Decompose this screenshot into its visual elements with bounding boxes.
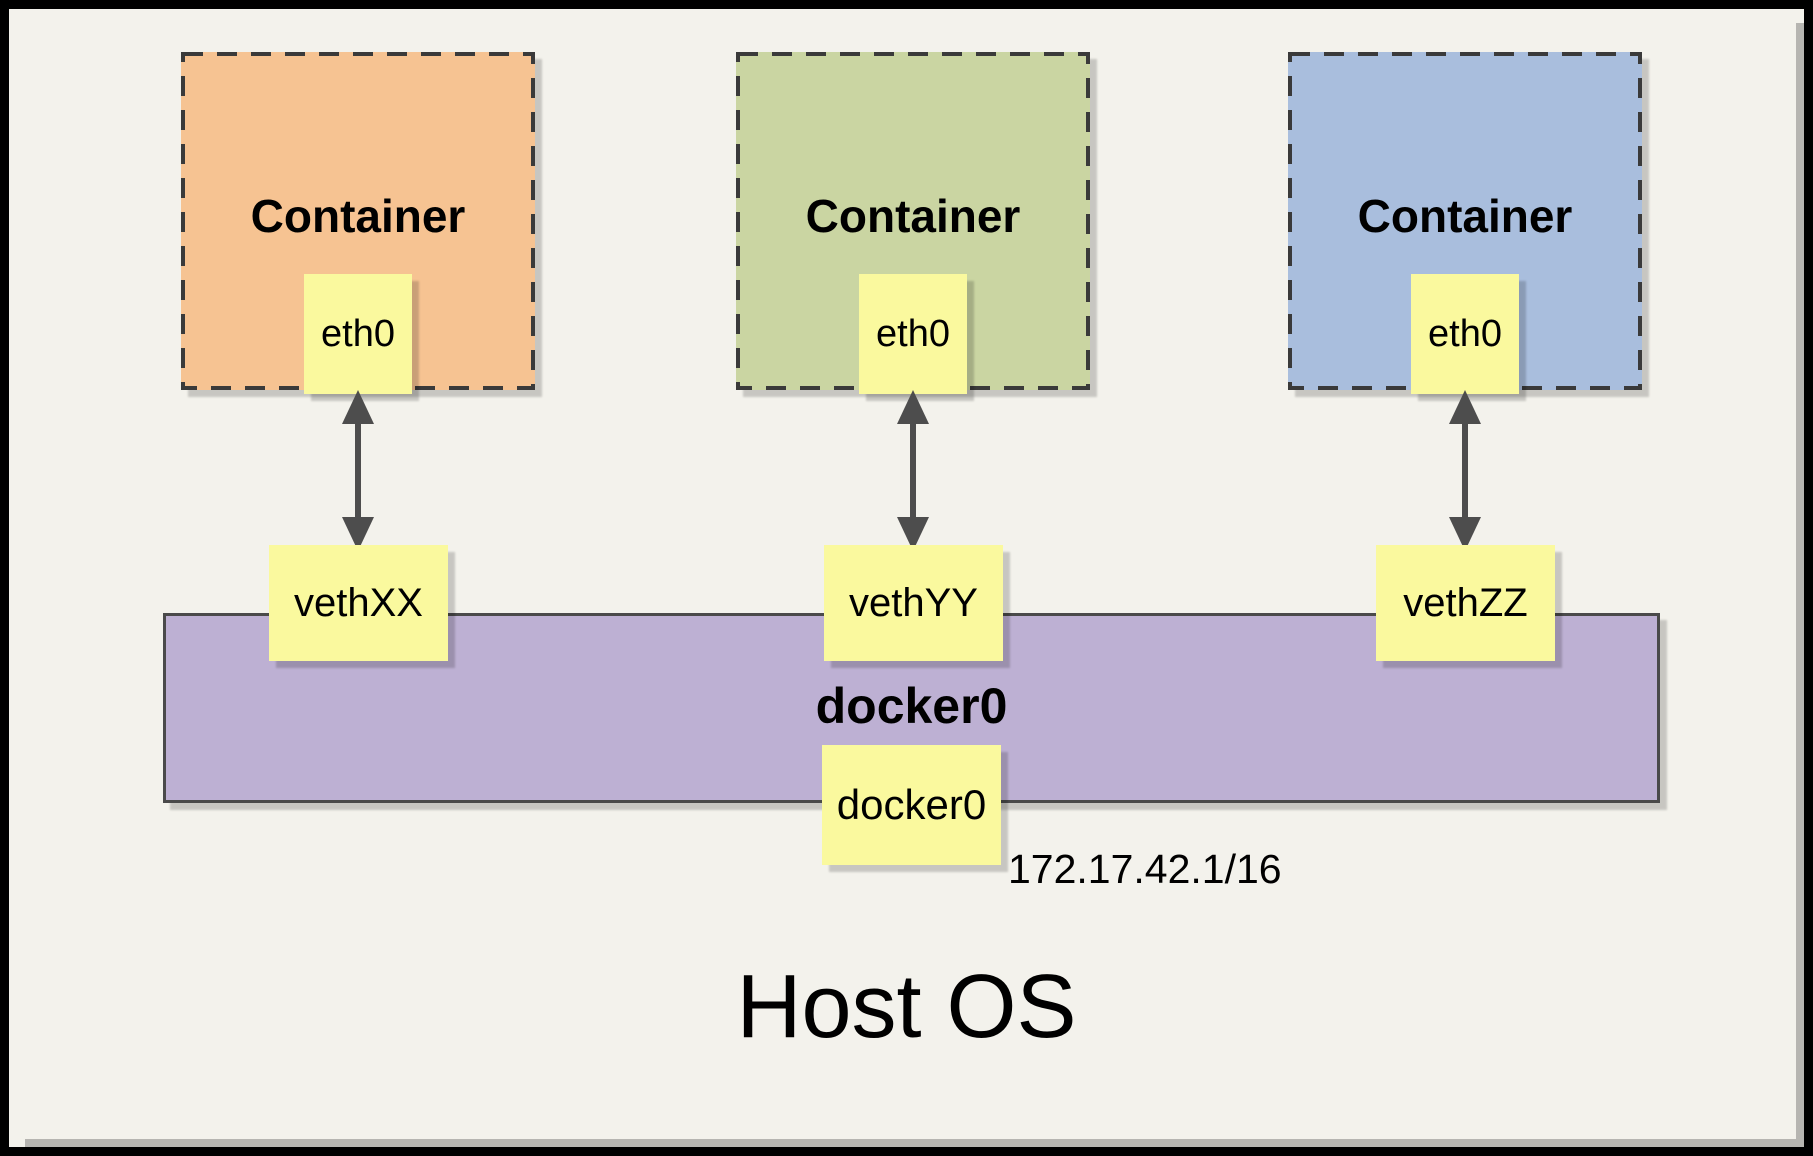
eth0-label: eth0	[321, 312, 395, 355]
bridge-ip-address: 172.17.42.1/16	[1008, 846, 1282, 892]
host-os-title: Host OS	[736, 957, 1077, 1057]
eth0-interface-box: eth0	[1411, 274, 1519, 394]
eth0-interface-box: eth0	[859, 274, 967, 394]
vethzz-label: vethZZ	[1403, 580, 1528, 625]
eth0-interface-box: eth0	[304, 274, 412, 394]
panel-shadow-right	[1796, 23, 1804, 1147]
vethyy-box: vethYY	[824, 545, 1003, 661]
veth-connection-arrow-2	[910, 423, 916, 518]
container-box-1: Container eth0	[181, 52, 535, 394]
container-label: Container	[805, 190, 1021, 242]
diagram-canvas: Container eth0 Container eth0 Container …	[9, 9, 1804, 1147]
docker0-interface-label: docker0	[836, 781, 987, 828]
docker0-bridge-label: docker0	[815, 678, 1008, 734]
container-box-3: Container eth0	[1288, 52, 1642, 394]
panel-shadow-bottom	[25, 1139, 1804, 1147]
docker0-interface-box: docker0	[822, 745, 1001, 865]
container-label: Container	[1357, 190, 1573, 242]
veth-connection-arrow-1	[355, 423, 361, 518]
eth0-label: eth0	[876, 312, 950, 355]
container-label: Container	[250, 190, 466, 242]
veth-connection-arrow-3	[1462, 423, 1468, 518]
vethyy-label: vethYY	[849, 580, 978, 625]
vethxx-box: vethXX	[269, 545, 448, 661]
vethxx-label: vethXX	[294, 580, 423, 625]
container-box-2: Container eth0	[736, 52, 1090, 394]
eth0-label: eth0	[1428, 312, 1502, 355]
vethzz-box: vethZZ	[1376, 545, 1555, 661]
